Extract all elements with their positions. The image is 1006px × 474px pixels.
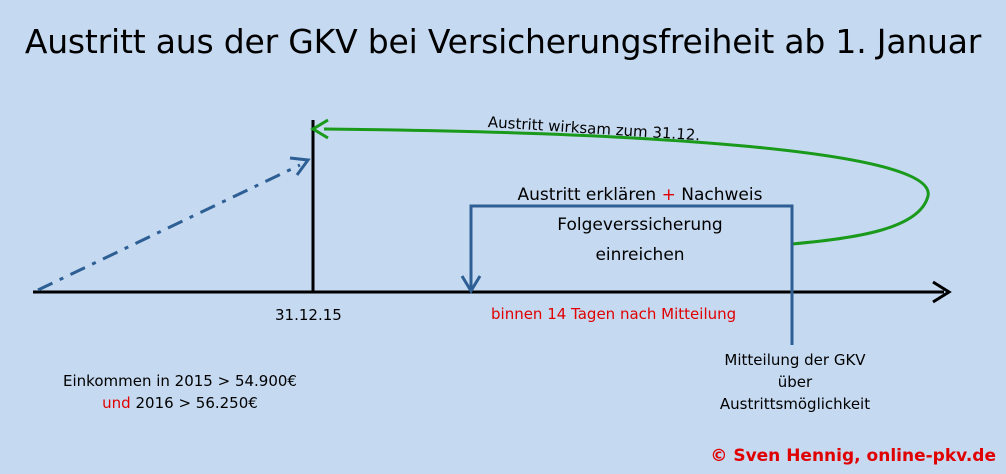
notice-line-3: Austrittsmöglichkeit — [719, 395, 871, 413]
income-text: Einkommen in 2015 > 54.900€ und 2016 > 5… — [30, 370, 330, 414]
declaration-part-1: Austritt erklären — [517, 185, 657, 205]
copyright-notice: © Sven Hennig, online-pkv.de — [710, 446, 996, 466]
date-label: 31.12.15 — [275, 306, 342, 324]
gkv-notice-text: Mitteilung der GKV über Austrittsmöglich… — [690, 349, 900, 415]
declaration-part-2: Nachweis — [681, 185, 763, 205]
declaration-text: Austritt erklären + Nachweis Folgeverssi… — [470, 180, 810, 270]
income-trend-line — [37, 163, 301, 292]
declaration-line-1: Austritt erklären + Nachweis — [470, 180, 810, 210]
and-word: und — [102, 394, 131, 412]
income-line-2-rest: 2016 > 56.250€ — [135, 394, 258, 412]
income-trend-arrowhead — [289, 156, 311, 176]
declaration-arrowhead — [460, 275, 482, 294]
notice-line-1: Mitteilung der GKV — [724, 351, 866, 369]
income-line-1: Einkommen in 2015 > 54.900€ — [63, 372, 297, 390]
plus-sign: + — [661, 185, 676, 205]
deadline-label: binnen 14 Tagen nach Mitteilung — [491, 305, 737, 323]
page-title: Austritt aus der GKV bei Versicherungsfr… — [24, 22, 982, 61]
notice-line-2: über — [777, 373, 813, 391]
declaration-line-3: einreichen — [595, 245, 685, 265]
income-line-2: und 2016 > 56.250€ — [30, 392, 330, 414]
timeline-arrowhead — [932, 280, 952, 304]
effective-date-curve — [323, 127, 930, 246]
effective-date-arrowhead — [310, 118, 329, 140]
declaration-bracket — [469, 204, 794, 345]
declaration-line-2: Folgeverssicherung — [557, 215, 723, 235]
